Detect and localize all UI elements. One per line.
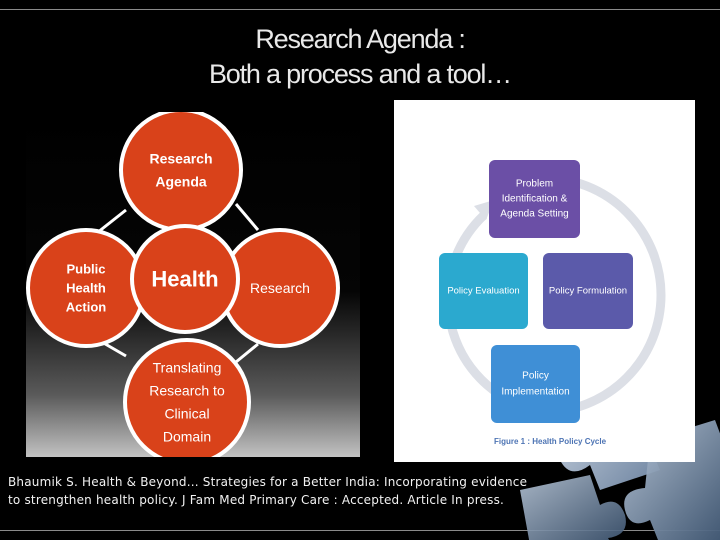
puzzle-piece-icon [624, 420, 720, 540]
cycle-box-label-top: Problem [516, 179, 553, 190]
circle-label-left: Health [66, 281, 106, 296]
circle-label-bottom: Domain [163, 429, 211, 445]
slide-title: Research Agenda : Both a process and a t… [0, 22, 720, 92]
circle-center [130, 224, 240, 334]
cycle-box-label-bottom: Policy [522, 371, 549, 382]
cycle-box-label-right: Policy Formulation [549, 286, 627, 297]
circle-label-left: Public [66, 262, 105, 277]
bottom-frame-line [0, 530, 720, 531]
cycle-box-label-top: Agenda Setting [500, 209, 568, 220]
circle-label-bottom: Translating [153, 360, 222, 376]
cycle-box-label-left: Policy Evaluation [447, 286, 519, 297]
title-line-2: Both a process and a tool… [208, 59, 512, 89]
citation-line-2: to strengthen health policy. J Fam Med P… [8, 493, 505, 507]
circle-label-left: Action [66, 300, 107, 315]
circle-label-center: Health [151, 267, 218, 292]
citation: Bhaumik S. Health & Beyond... Strategies… [8, 473, 608, 509]
top-frame-line [0, 9, 720, 10]
research-agenda-diagram: ResearchAgendaPublicHealthActionResearch… [26, 108, 340, 466]
cycle-box-right [543, 253, 633, 329]
title-line-1: Research Agenda : [255, 24, 465, 54]
cycle-box-label-top: Identification & [502, 194, 568, 205]
circle-label-top: Agenda [155, 174, 207, 190]
citation-line-1: Bhaumik S. Health & Beyond... Strategies… [8, 475, 528, 489]
figure-caption: Figure 1 : Health Policy Cycle [494, 437, 607, 446]
puzzle-piece-icon [520, 475, 626, 540]
cycle-arrow [543, 173, 666, 417]
circle-label-bottom: Research to [149, 383, 225, 399]
circle-top [119, 108, 243, 232]
cycle-box-top [489, 160, 580, 238]
circle-label-right: Research [250, 280, 310, 296]
circle-label-top: Research [149, 151, 212, 167]
cycle-box-bottom [491, 345, 580, 423]
circle-label-bottom: Clinical [164, 406, 209, 422]
cycle-box-label-bottom: Implementation [501, 387, 569, 398]
cycle-box-left [439, 253, 528, 329]
